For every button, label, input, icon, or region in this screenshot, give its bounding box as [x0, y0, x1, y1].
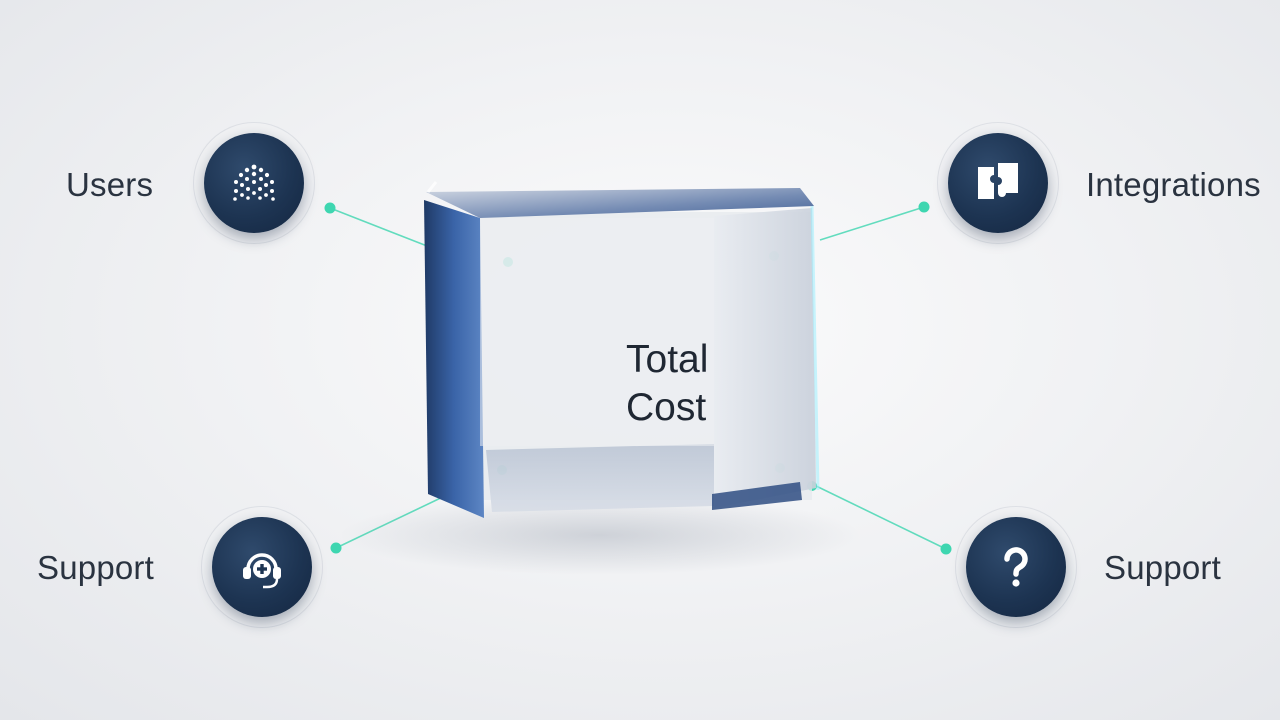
support-left-label: Support: [37, 549, 154, 586]
users-icon: [233, 164, 275, 201]
support-right-label: Support: [1104, 549, 1221, 586]
integrations-node[interactable]: [948, 133, 1048, 233]
headset-icon: [243, 553, 281, 589]
total-cost-line2: Cost: [626, 386, 707, 429]
users-label: Users: [66, 166, 154, 203]
total-cost-label: Total Cost: [626, 336, 708, 432]
puzzle-icon: [978, 163, 1018, 199]
question-icon: [1004, 547, 1028, 587]
support-left-node[interactable]: [212, 517, 312, 617]
integrations-label: Integrations: [1086, 166, 1261, 203]
total-cost-line1: Total: [626, 338, 709, 381]
support-right-node[interactable]: [966, 517, 1066, 617]
users-node[interactable]: [204, 133, 304, 233]
